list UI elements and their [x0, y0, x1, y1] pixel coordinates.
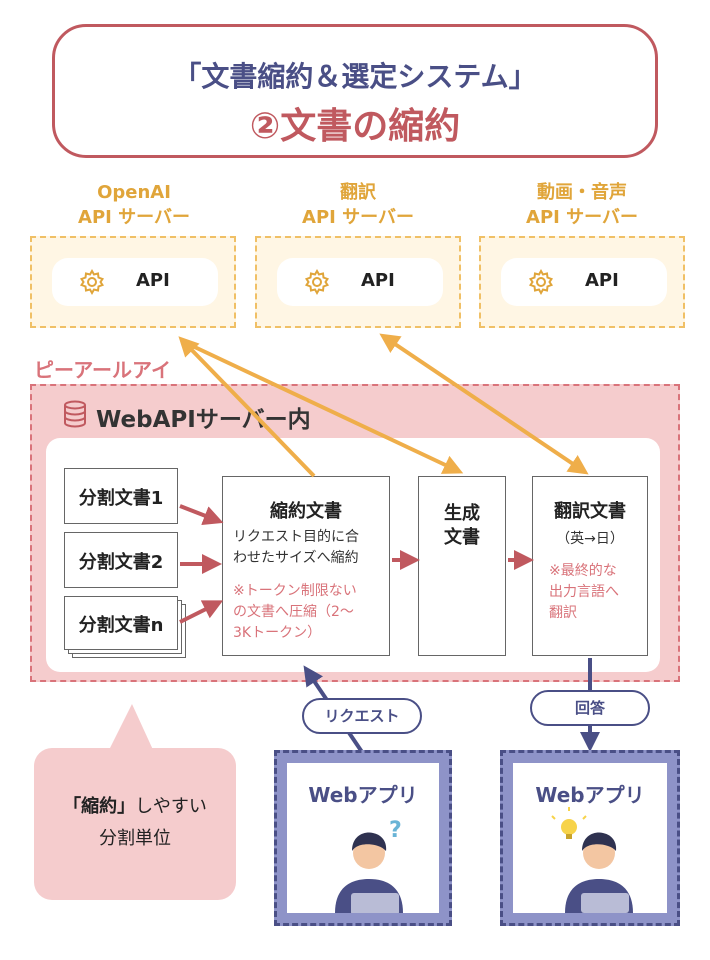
translated-sub: （英→日） [556, 531, 624, 547]
generated-line1: 生成 [444, 503, 480, 524]
arrow-openai-generated [183, 340, 464, 474]
webapp-inner: Webアプリ [513, 763, 667, 913]
api-label: API [136, 270, 170, 291]
callout-line1: 「縮約」しやすい [34, 792, 236, 818]
summarize-note-line1: ※トークン制限ない [233, 583, 357, 599]
summarize-title: 縮約文書 [270, 501, 342, 522]
arrow-doc1-to-summarize [179, 504, 224, 525]
server-box-openai: API [30, 236, 236, 328]
generated-box: 生成 文書 [418, 476, 506, 656]
webapp-box-request: Webアプリ ? [274, 750, 452, 926]
arrow-summarize-openai [178, 336, 316, 478]
summarize-note-line3: 3Kトークン） [233, 625, 322, 641]
split-doc-n: 分割文書n [64, 596, 178, 650]
title-box: 「文書縮約＆選定システム」 ②文書の縮約 [52, 24, 658, 158]
callout-pointer [108, 704, 154, 752]
split-doc-label: 分割文書2 [78, 552, 164, 573]
translated-note-line3: 翻訳 [549, 605, 577, 621]
webapp-title: Webアプリ [535, 783, 645, 807]
summarize-box: 縮約文書 リクエスト目的に合 わせたサイズへ縮約 ※トークン制限ない の文書へ圧… [222, 476, 390, 656]
split-doc-label: 分割文書n [78, 615, 164, 636]
webapp-box-answer: Webアプリ [500, 750, 680, 926]
gear-icon [528, 268, 554, 296]
split-doc-label: 分割文書1 [78, 488, 164, 509]
server-label-media: 動画・音声 API サーバー [480, 180, 684, 230]
api-pill-translate: API [277, 258, 443, 306]
server-box-translate: API [255, 236, 461, 328]
server-label-media-line2: API サーバー [526, 207, 638, 228]
callout-line2: 分割単位 [99, 828, 171, 849]
summarize-desc-line1: リクエスト目的に合 [233, 529, 359, 545]
split-doc-2: 分割文書2 [64, 532, 178, 588]
title-line2: ②文書の縮約 [249, 106, 461, 147]
title-line1: 「文書縮約＆選定システム」 [173, 60, 537, 93]
callout-rest: しやすい [135, 796, 207, 817]
split-doc-1: 分割文書1 [64, 468, 178, 524]
lightbulb-icon [551, 807, 587, 839]
request-label: リクエスト [302, 698, 422, 734]
generated-line2: 文書 [444, 527, 480, 548]
server-label-translate-line1: 翻訳 [340, 182, 376, 203]
translated-note-line2: 出力言語へ [549, 584, 619, 600]
api-pill-media: API [501, 258, 667, 306]
question-mark-icon: ? [389, 818, 402, 843]
api-label: API [585, 270, 619, 291]
translated-title: 翻訳文書 [554, 501, 626, 522]
database-icon [62, 400, 88, 432]
api-label: API [361, 270, 395, 291]
callout-bold: 「縮約」 [63, 796, 136, 817]
summarize-note-line2: の文書へ圧縮（2〜 [233, 604, 354, 620]
webapp-title: Webアプリ [308, 783, 418, 807]
pri-label: ピーアールアイ [34, 358, 171, 382]
server-label-media-line1: 動画・音声 [537, 182, 627, 203]
server-label-openai-line1: OpenAI [97, 182, 171, 203]
server-label-translate-line2: API サーバー [302, 207, 414, 228]
arrow-translate-api-translated [379, 333, 589, 475]
person-laptop-icon [551, 807, 633, 913]
server-label-openai: OpenAI API サーバー [32, 180, 236, 230]
arrow-docn-to-summarize [179, 600, 224, 624]
translated-note-line1: ※最終的な [549, 563, 617, 579]
gear-icon [304, 268, 330, 296]
api-pill-openai: API [52, 258, 218, 306]
translated-box: 翻訳文書 （英→日） ※最終的な 出力言語へ 翻訳 [532, 476, 648, 656]
server-label-translate: 翻訳 API サーバー [256, 180, 460, 230]
server-label-openai-line2: API サーバー [78, 207, 190, 228]
webapi-title: WebAPIサーバー内 [96, 407, 311, 433]
answer-label: 回答 [530, 690, 650, 726]
webapp-inner: Webアプリ ? [287, 763, 439, 913]
server-box-media: API [479, 236, 685, 328]
summarize-desc-line2: わせたサイズへ縮約 [233, 550, 359, 566]
gear-icon [79, 268, 105, 296]
callout-box: 「縮約」しやすい 分割単位 [34, 748, 236, 900]
person-laptop-icon: ? [335, 818, 403, 913]
